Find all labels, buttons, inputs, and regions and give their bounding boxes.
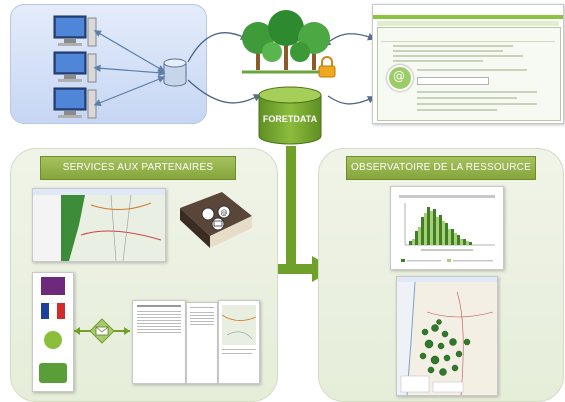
partner-logo — [39, 363, 67, 383]
forest-trees-icon — [242, 10, 334, 74]
at-sign-icon: @ — [393, 69, 405, 83]
histogram-chart — [399, 195, 495, 262]
email-exchange — [74, 318, 130, 344]
resource-observatory-title: OBSERVATOIRE DE LA RESSOURCE — [346, 156, 536, 180]
document-page — [186, 302, 218, 384]
partner-services-title: SERVICES AUX PARTENAIRES — [40, 156, 236, 180]
document-map-page — [218, 300, 260, 384]
database-label: FORETDATA — [262, 114, 318, 124]
partner-logos — [32, 272, 74, 392]
server-cylinder-icon — [163, 58, 187, 87]
book-icon: @ — [180, 192, 252, 248]
document-page — [132, 300, 186, 384]
partner-logo — [41, 277, 65, 295]
partner-logo — [44, 331, 62, 349]
database-icon — [258, 86, 322, 145]
partner-logo — [41, 303, 49, 319]
email-icon — [87, 325, 88, 326]
map-screenshot — [32, 188, 166, 262]
resource-map-screenshot — [396, 276, 498, 396]
app-screenshot: @ — [372, 4, 564, 124]
computer-icon — [53, 15, 97, 47]
histogram-screenshot — [390, 186, 504, 270]
lock-icon — [318, 56, 336, 78]
svg-text:@: @ — [221, 209, 228, 217]
